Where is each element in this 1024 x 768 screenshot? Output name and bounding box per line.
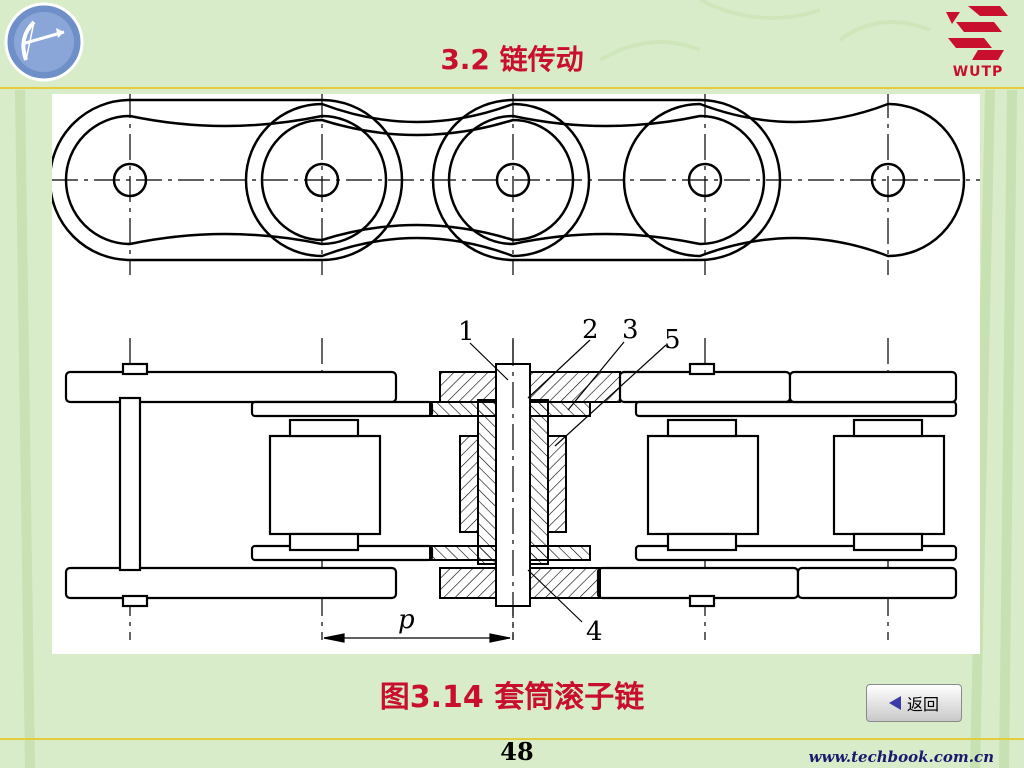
wutp-logo: WUTP <box>938 0 1018 86</box>
pitch-label: p <box>398 605 415 635</box>
part-label-1: 1 <box>458 317 475 347</box>
outer-plate-2 <box>431 98 782 262</box>
wutp-logo-text: WUTP <box>952 64 1004 80</box>
roller-chain-diagram: 1 2 3 5 4 p <box>48 92 980 647</box>
back-button-label: 返回 <box>906 695 939 714</box>
back-button[interactable]: 返回 <box>866 684 962 722</box>
back-arrow-icon <box>888 696 901 710</box>
part-label-2: 2 <box>582 315 599 345</box>
website-link[interactable]: www.techbook.com.cn <box>808 748 994 766</box>
sectioned-joint <box>429 363 621 607</box>
figure-panel: 1 2 3 5 4 p <box>48 92 980 654</box>
pitch-dimension <box>323 633 511 643</box>
leader-lines <box>469 339 667 623</box>
part-label-4: 4 <box>586 617 603 647</box>
top-centerlines <box>52 92 980 275</box>
bow-arrow-logo-icon <box>4 2 84 82</box>
footer-rule <box>0 738 1024 740</box>
part-label-3: 3 <box>622 315 639 345</box>
slide-title: 3.2 链传动 <box>440 43 584 76</box>
wutp-logo-icon <box>946 6 1008 60</box>
header-rule <box>0 87 1024 89</box>
chain-section-view <box>64 362 958 608</box>
page-number: 48 <box>500 737 534 766</box>
figure-caption: 图3.14 套筒滚子链 <box>379 680 645 715</box>
part-label-5: 5 <box>664 325 681 355</box>
